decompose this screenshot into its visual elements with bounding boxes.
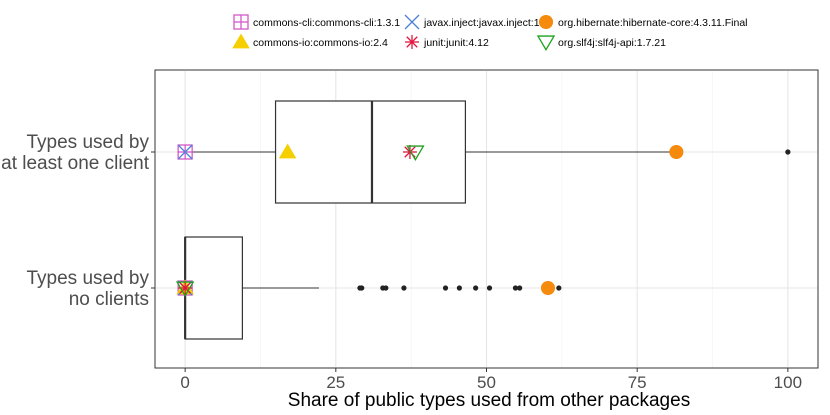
legend-marker-3 [405,35,419,49]
x-tick-label: 100 [774,373,802,392]
series-marker-4 [669,144,684,160]
legend-label-2: javax.inject:javax.inject:1 [423,17,540,29]
category-label-line2: no clients [69,289,149,310]
outlier-point [512,285,519,291]
legend-marker-2 [404,14,420,30]
marker-circle [538,14,554,30]
category-label-line1: Types used by [26,268,149,289]
marker-a4 [179,282,191,294]
outlier-point [785,149,791,155]
outlier-point [359,285,365,291]
marker-triangle [232,33,250,49]
box [274,100,467,204]
outlier-point [383,285,389,291]
marker-a4 [406,36,418,48]
series-marker-4 [540,280,556,296]
legend-marker-0 [233,14,249,30]
outlier-point [486,285,493,291]
x-tick-label: 25 [326,373,345,392]
outlier-point [401,285,407,291]
outlier-point [442,285,449,291]
x-axis-title: Share of public types used from other pa… [288,390,690,411]
marker-triangle [278,143,297,159]
marker-x2 [177,144,193,160]
marker-triangle-down [406,145,425,161]
legend-marker-4 [538,14,554,30]
legend-label-4: org.hibernate:hibernate-core:4.3.11.Fina… [558,17,748,29]
marker-a4 [404,146,416,158]
marker-x2 [404,14,420,30]
x-tick-label: 75 [628,373,647,392]
legend-label-1: commons-io:commons-io:2.4 [253,37,388,49]
series-markers [175,143,684,297]
legend-marker-1 [232,33,250,49]
legend-label-5: org.slf4j:slf4j-api:1.7.21 [558,37,666,49]
x-tick-label: 0 [180,373,189,392]
marker-circle [669,144,684,160]
outlier-point [456,285,462,291]
category-label-line2: at least one client [1,153,150,174]
outlier-points [357,149,791,291]
outlier-point [556,285,562,291]
series-marker-1 [278,143,297,159]
series-marker-2 [177,144,193,160]
legend: commons-cli:commons-cli:1.3.1 commons-io:… [232,14,748,51]
x-tick-label: 50 [477,373,496,392]
category-label-line1: Types used by [26,132,149,153]
outlier-point [473,285,479,291]
marker-triangle-down [536,35,556,51]
x-axis: 0 25 50 75 100 [180,368,802,392]
series-marker-5 [175,281,195,297]
marker-circle [540,280,556,296]
legend-label-3: junit:junit:4.12 [423,37,489,49]
marker-triangle-down [175,281,195,297]
outlier-point [517,285,523,291]
legend-label-0: commons-cli:commons-cli:1.3.1 [253,17,400,29]
box [184,236,243,340]
series-marker-5 [406,145,425,161]
series-marker-3 [402,145,417,159]
legend-marker-5 [536,35,556,51]
